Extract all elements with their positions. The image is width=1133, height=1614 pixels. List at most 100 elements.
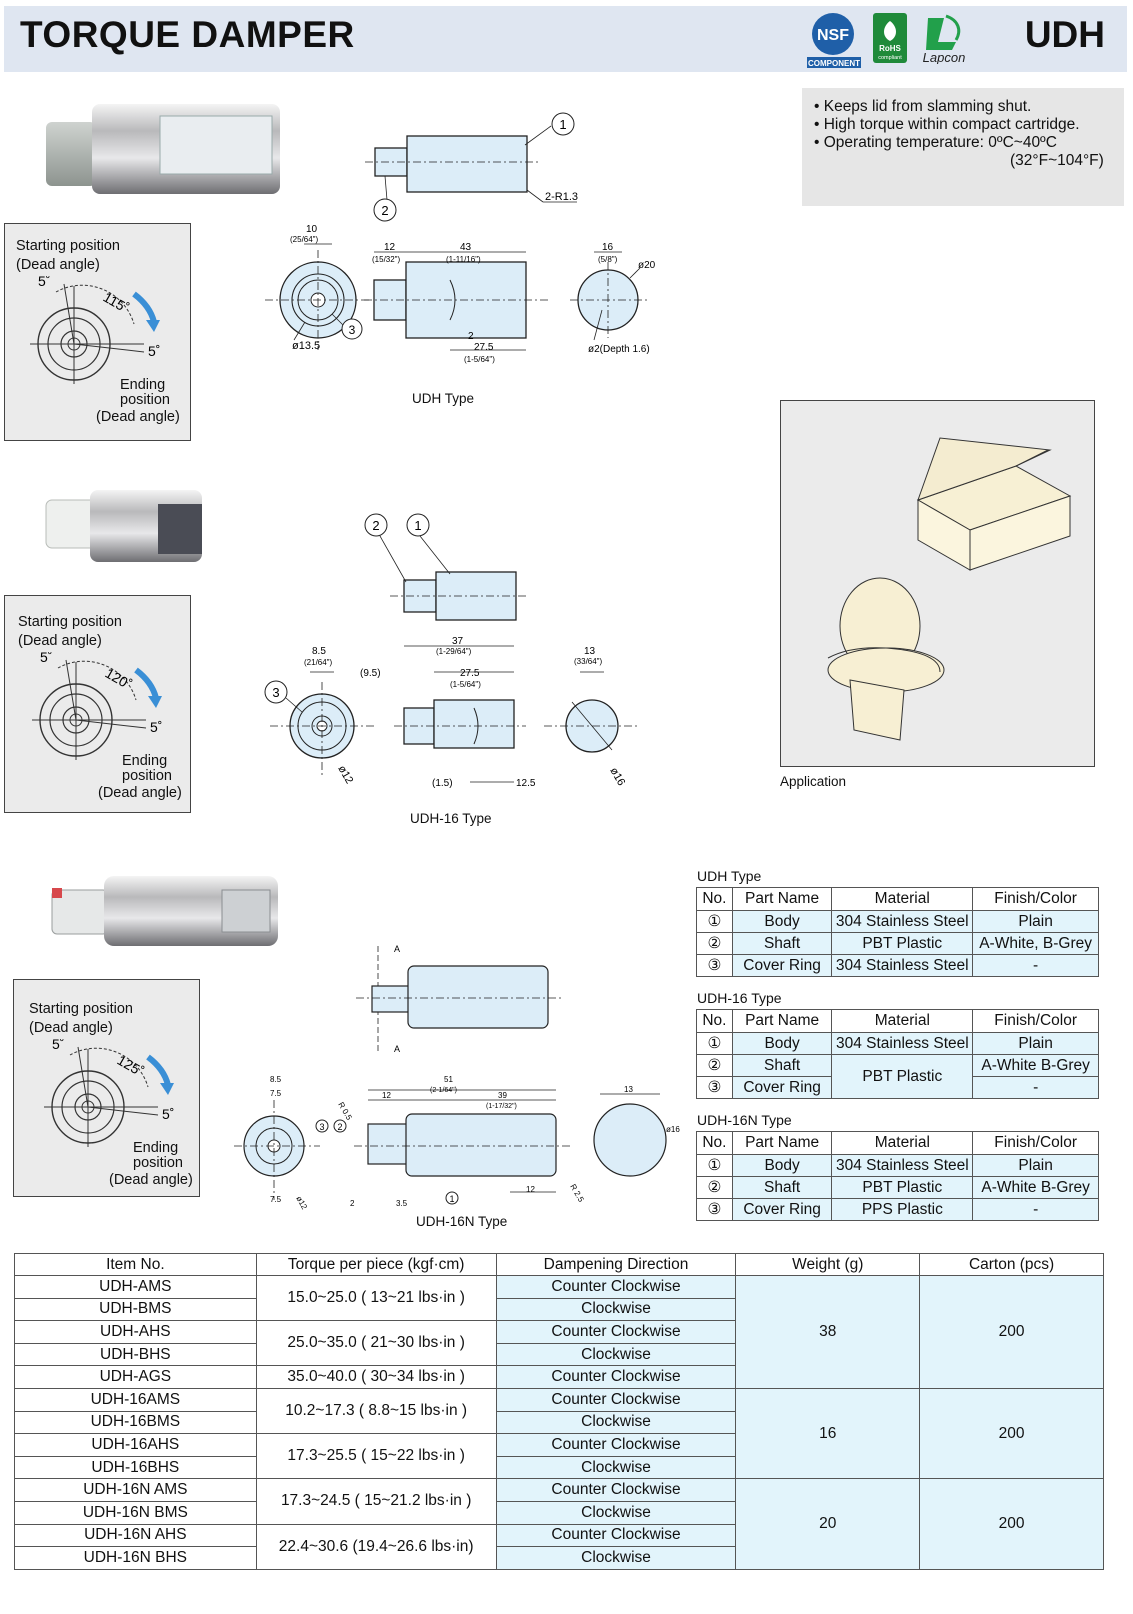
- table-cell: 304 Stainless Steel: [831, 1032, 974, 1055]
- parts-table-title: UDH-16 Type: [697, 990, 782, 1006]
- svg-text:39: 39: [498, 1091, 507, 1100]
- table-header-cell: No.: [696, 1131, 733, 1155]
- table-cell: UDH-16AHS: [14, 1433, 257, 1457]
- start-label-sub: (Dead angle): [16, 257, 100, 273]
- drawing-udh-16-dims: 8.5 (21/64") 3 ø12 37 (1-29/64") (9.5) 2…: [264, 636, 640, 789]
- table-cell: UDH-AMS: [14, 1275, 257, 1299]
- table-cell: UDH-16N BMS: [14, 1500, 257, 1525]
- table-cell: Clockwise: [495, 1455, 737, 1480]
- angle-dial-udh-16: 5˚ 120˚ 5˚: [32, 652, 162, 760]
- table-cell: Body: [731, 1154, 833, 1177]
- product-photo-udh: [46, 104, 280, 194]
- start-label: Starting position: [18, 614, 122, 630]
- table-cell: ③: [696, 954, 733, 977]
- table-cell: UDH-16AMS: [14, 1387, 257, 1412]
- model-code: UDH: [1024, 14, 1105, 55]
- callout-2: 2: [337, 1122, 342, 1132]
- dead-angle-top: 5˚: [52, 1039, 64, 1052]
- table-cell: Clockwise: [495, 1546, 737, 1570]
- svg-text:(21/64"): (21/64"): [304, 658, 333, 667]
- drawing-udh-16n-dims: 8.5 7.5 7.5 ø12 3 2 R 0.5 51 (2-1/64") 1…: [234, 1075, 680, 1212]
- svg-text:27.5: 27.5: [460, 668, 480, 679]
- table-cell: A-White, B-Grey: [972, 932, 1099, 955]
- product-photo-udh-16: [45, 490, 202, 562]
- svg-text:7.5: 7.5: [270, 1089, 282, 1098]
- callout-1: 1: [449, 1194, 454, 1204]
- svg-text:7.5: 7.5: [270, 1195, 282, 1204]
- feature-item: • High torque within compact cartridge.: [814, 116, 1080, 133]
- callout-3: 3: [272, 685, 279, 700]
- angle-diagram-udh-16: [4, 595, 191, 813]
- table-header-cell: Weight (g): [735, 1253, 921, 1276]
- table-row: UDH-16N BHS Clockwise: [14, 1546, 1104, 1570]
- callout-1: 1: [414, 518, 421, 533]
- svg-text:(1-5/64"): (1-5/64"): [450, 680, 481, 689]
- table-header-cell: Part Name: [731, 887, 833, 911]
- rotation-angle: 125˚: [115, 1052, 147, 1080]
- table-cell: Clockwise: [495, 1297, 737, 1322]
- svg-text:RoHS: RoHS: [879, 44, 901, 53]
- svg-text:(5/8"): (5/8"): [598, 255, 618, 264]
- table-cell: Body: [731, 910, 833, 933]
- table-cell: ①: [696, 910, 733, 933]
- table-cell: UDH-AHS: [14, 1320, 257, 1344]
- svg-text:(15/32"): (15/32"): [372, 255, 401, 264]
- table-cell: Clockwise: [495, 1410, 737, 1435]
- svg-text:ø12: ø12: [335, 764, 355, 786]
- parts-table-title: UDH Type: [697, 868, 762, 884]
- page-title: TORQUE DAMPER: [20, 14, 355, 55]
- table-cell: UDH-16N AHS: [14, 1523, 257, 1548]
- end-label-sub2: (Dead angle): [109, 1172, 193, 1188]
- svg-text:12: 12: [382, 1091, 391, 1100]
- angle-dial-udh-16n: 5˚ 125˚ 5˚: [44, 1039, 174, 1147]
- table-cell: ②: [696, 1176, 733, 1199]
- svg-text:ø12: ø12: [294, 1195, 309, 1212]
- table-header-cell: No.: [696, 887, 733, 911]
- table-cell: 200: [919, 1478, 1104, 1570]
- svg-text:12: 12: [384, 242, 396, 253]
- table-cell: UDH-16N BHS: [14, 1546, 257, 1570]
- table-cell: UDH-16BHS: [14, 1455, 257, 1480]
- table-cell: A-White B-Grey: [972, 1054, 1099, 1077]
- feature-item: • Operating temperature: 0ºC~40ºC: [814, 134, 1057, 151]
- table-row: UDH-16BHS Clockwise: [14, 1455, 1104, 1480]
- caption-udh: UDH Type: [412, 391, 475, 406]
- table-cell: Shaft: [731, 1054, 833, 1077]
- dead-angle-top: 5˚: [40, 652, 52, 665]
- table-cell: Counter Clockwise: [495, 1523, 737, 1548]
- callout-1: 1: [559, 117, 566, 132]
- callout-2: 2: [372, 518, 379, 533]
- svg-text:(1-29/64"): (1-29/64"): [436, 647, 472, 656]
- table-cell: Clockwise: [495, 1500, 737, 1525]
- table-cell: 15.0~25.0 ( 13~21 lbs·in ): [255, 1274, 497, 1322]
- application-caption: Application: [780, 774, 847, 789]
- header-band: [4, 6, 1127, 72]
- table-cell: Counter Clockwise: [495, 1433, 737, 1457]
- svg-text:NSF: NSF: [817, 27, 849, 44]
- svg-text:A: A: [394, 1044, 400, 1054]
- table-header-cell: Dampening Direction: [495, 1253, 737, 1276]
- dead-angle-bottom: 5˚: [148, 343, 160, 359]
- table-cell: Counter Clockwise: [495, 1478, 737, 1502]
- table-cell: Counter Clockwise: [495, 1275, 737, 1299]
- feature-item: • Keeps lid from slamming shut.: [814, 98, 1032, 115]
- end-label-sub: position: [122, 768, 172, 784]
- svg-text:3.5: 3.5: [396, 1199, 408, 1208]
- table-cell: -: [972, 1198, 1099, 1221]
- table-cell: ①: [696, 1154, 733, 1177]
- table-cell: Plain: [972, 1032, 1099, 1055]
- table-cell: 200: [919, 1275, 1104, 1389]
- svg-text:2: 2: [468, 331, 474, 342]
- table-cell: 200: [919, 1387, 1104, 1480]
